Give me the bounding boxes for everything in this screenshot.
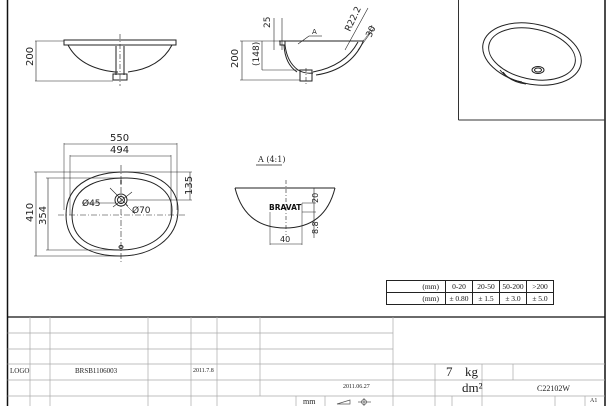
tolerance-value-cell: ± 3.0: [499, 292, 527, 305]
tolerance-table: (mm) 0-20 20-50 50-200 >200 (mm) ± 0.80 …: [386, 280, 554, 305]
drain-inner-dia-dim: Ø45: [82, 198, 101, 209]
detail-view-title: A (4:1): [257, 155, 285, 164]
detail-view-a: [234, 164, 336, 245]
section-view: [240, 7, 375, 86]
sheet-border: [6, 0, 606, 406]
tolerance-value-cell: ± 1.5: [472, 292, 500, 305]
detail-dim-20: 20: [311, 193, 320, 203]
front-view: [35, 34, 177, 86]
tolerance-range-cell: 50-200: [499, 280, 527, 293]
isometric-view-frame: [458, 0, 605, 121]
detail-dim-40: 40: [280, 235, 290, 244]
tolerance-range-cell: >200: [526, 280, 554, 293]
top-outer-width-dim: 410: [25, 203, 36, 222]
front-view-height-dim: 200: [25, 47, 36, 66]
section-angle-dim: 30: [365, 24, 379, 39]
title-block-sheet-size: A1: [590, 398, 598, 404]
detail-callout-label: A: [312, 28, 317, 36]
title-block-logo: LOGO: [10, 367, 30, 375]
detail-dim-8-8: 8.8: [311, 221, 320, 234]
section-radius-dim: R22.2: [344, 5, 364, 33]
title-block-date-2: 2011.06.27: [343, 384, 370, 390]
top-outer-length-dim: 550: [110, 133, 129, 144]
projection-symbol-icon: [336, 398, 371, 406]
title-block-units: mm: [303, 397, 316, 406]
tolerance-row-range: (mm) 0-20 20-50 50-200 >200: [386, 280, 554, 293]
title-block-date-1: 2011.7.8: [193, 368, 214, 374]
title-block-drawing-number: BRSB1106003: [75, 367, 118, 375]
tolerance-range-cell: 0-20: [445, 280, 473, 293]
title-block-weight-unit: kg: [465, 364, 478, 379]
tolerance-value-cell: ± 5.0: [526, 292, 554, 305]
tolerance-range-cell: 20-50: [472, 280, 500, 293]
drain-outer-dia-dim: Ø70: [132, 205, 151, 216]
section-inner-depth-dim: (148): [252, 42, 262, 66]
title-block-weight-value: 7: [446, 364, 453, 379]
top-inner-length-dim: 494: [110, 145, 129, 156]
section-height-dim: 200: [230, 49, 241, 68]
drain-offset-dim: 135: [184, 176, 195, 195]
detail-logo-text: BRAVAT: [269, 203, 302, 212]
title-block-grid: [7, 317, 605, 406]
tolerance-unit-label: (mm): [386, 280, 446, 293]
title-block-model-number: C22102W: [537, 384, 570, 393]
top-view: [34, 143, 192, 262]
isometric-basin-view: [482, 22, 582, 86]
top-inner-width-dim: 354: [38, 206, 49, 225]
tolerance-value-cell: ± 0.80: [445, 292, 473, 305]
title-block-volume-unit: dm²: [462, 380, 483, 395]
section-rim-dim: 25: [263, 17, 273, 28]
tolerance-unit-label: (mm): [386, 292, 446, 305]
tolerance-row-value: (mm) ± 0.80 ± 1.5 ± 3.0 ± 5.0: [386, 292, 554, 305]
